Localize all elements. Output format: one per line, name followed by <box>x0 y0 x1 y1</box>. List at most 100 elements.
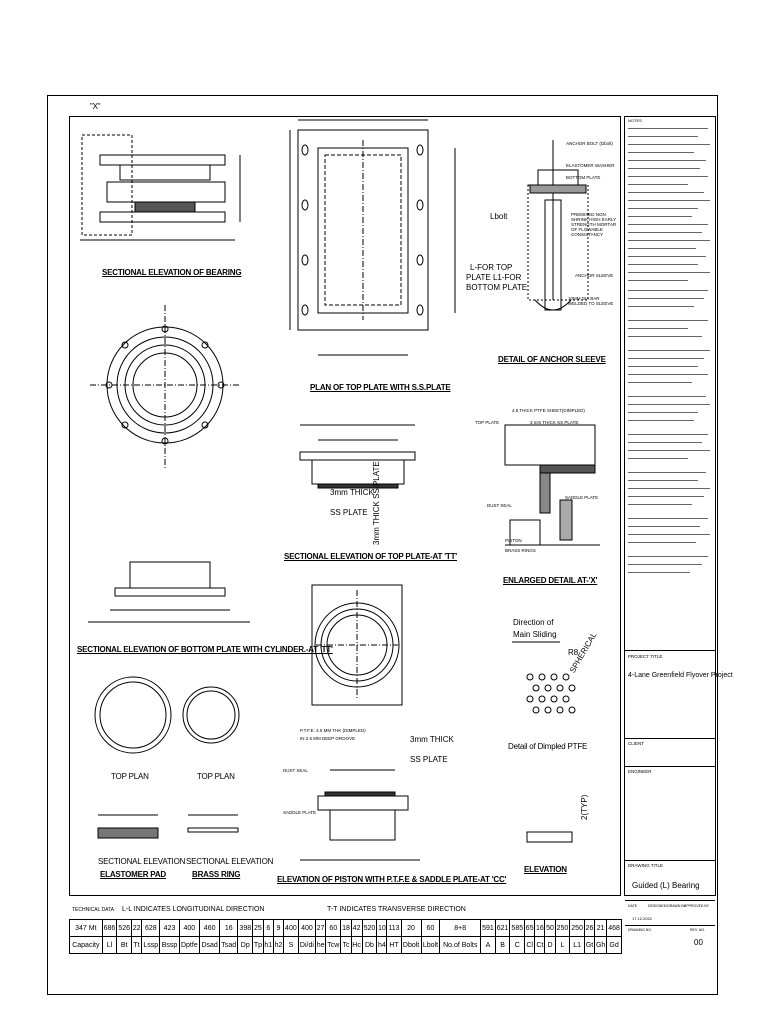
value-cell: 460 <box>199 919 221 937</box>
label-top-plate-plan: PLAN OF TOP PLATE WITH S.S.PLATE <box>310 383 451 392</box>
technical-data-title: TECHNICAL DATA <box>72 907 115 913</box>
dust-note: DUST SEAL <box>487 503 512 508</box>
value-cell: 250 <box>554 919 571 937</box>
header-cell: Dp <box>237 936 254 954</box>
header-cell: Tt <box>130 936 143 954</box>
header-cell: Tsad <box>219 936 239 954</box>
value-cell: 526 <box>116 919 132 937</box>
ss-plate-note: SS PLATE <box>330 508 368 517</box>
value-cell: 400 <box>283 919 299 937</box>
value-cell: 468 <box>606 919 622 937</box>
value-cell: 42 <box>350 919 363 937</box>
note-line <box>628 240 710 241</box>
anchor-bolt-note: ANCHOR BOLT (Dbolt) <box>566 141 613 146</box>
top-plate-note: TOP PLATE <box>475 420 500 425</box>
value-cell: 27 <box>315 919 327 937</box>
piston-groove-note: IN 2.5 MM DEEP GROOVE <box>300 736 356 741</box>
note-line <box>628 350 710 351</box>
designed-label: DESIGNED/DRAWN BY <box>648 904 686 908</box>
note-line <box>628 472 706 473</box>
header-cell: Gd <box>606 936 622 954</box>
grout-note: PREMIXED NON SHRINK HIGH EARLY STRENGTH … <box>571 212 617 237</box>
note-line <box>628 144 710 145</box>
project-title-label: PROJECT TITLE <box>628 654 663 659</box>
project-title: 4-Lane Greenfield Flyover Project <box>628 672 733 679</box>
notes-heading: NOTES <box>628 118 642 123</box>
drawing-area <box>69 116 621 896</box>
note-line <box>628 442 702 443</box>
header-cell: h2 <box>272 936 285 954</box>
header-cell: he <box>315 936 327 954</box>
value-cell: 20 <box>400 919 422 937</box>
value-cell: 50 <box>544 919 556 937</box>
header-cell: Db <box>361 936 378 954</box>
label-elastomer-2: ELASTOMER PAD <box>100 870 166 879</box>
label-elevation: ELEVATION <box>524 865 567 874</box>
note-line <box>628 518 708 519</box>
label-dimpled-ptfe: Detail of Dimpled PTFE <box>508 742 588 751</box>
l-top-note-3: BOTTOM PLATE <box>466 283 528 292</box>
bar-note: 10MM DIA BAR WELDED TO SLEEVE <box>568 296 614 306</box>
header-cell: C <box>509 936 526 954</box>
note-line <box>628 280 688 281</box>
note-line <box>628 248 696 249</box>
note-line <box>628 358 704 359</box>
note-line <box>628 290 708 291</box>
header-cell: L1 <box>569 936 585 954</box>
header-cell: Lssp <box>141 936 161 954</box>
label-top-plate-elevation: SECTIONAL ELEVATION OF TOP PLATE-AT 'TT' <box>284 552 457 561</box>
note-line <box>628 496 704 497</box>
ptfe-note: 4.5 THICK PTFE SHEET(DIMPLED) <box>512 408 585 413</box>
header-cell: Tc <box>340 936 352 954</box>
header-cell: L <box>554 936 571 954</box>
note-line <box>628 526 700 527</box>
divider <box>625 650 715 651</box>
header-cell: S <box>283 936 299 954</box>
note-line <box>628 564 702 565</box>
header-cell: Dsad <box>199 936 221 954</box>
header-cell: Capacity <box>69 936 103 954</box>
value-cell: 26 <box>583 919 596 937</box>
ll-note: L-L INDICATES LONGITUDINAL DIRECTION <box>122 906 265 913</box>
label-bearing-elevation: SECTIONAL ELEVATION OF BEARING <box>102 268 242 277</box>
header-cell: Di/di <box>297 936 317 954</box>
label-enlarged-x: ENLARGED DETAIL AT-'X' <box>503 576 598 585</box>
note-line <box>628 572 690 573</box>
value-cell: 347 Mt <box>69 919 103 937</box>
piston-ptfe-note: P.T.F.E. 4.5 MM THK (DIMPLED) <box>300 728 366 733</box>
value-cell: 621 <box>494 919 511 937</box>
header-cell: Lbolt <box>420 936 441 954</box>
approved-label: APPROVED BY <box>684 904 710 908</box>
value-cell: 585 <box>509 919 526 937</box>
divider <box>625 925 715 926</box>
sleeve-note: ANCHOR SLEEVE <box>575 273 614 278</box>
value-cell: 9 <box>272 919 285 937</box>
header-cell: No.of Bolts <box>439 936 482 954</box>
label-brass-2: BRASS RING <box>192 870 241 879</box>
divider <box>625 738 715 739</box>
value-cell: 423 <box>159 919 180 937</box>
title-block <box>624 116 716 896</box>
header-cell: Gh <box>594 936 608 954</box>
saddle-note: SADDLE PLATE <box>565 495 599 500</box>
note-line <box>628 152 694 153</box>
note-line <box>628 298 704 299</box>
note-line <box>628 168 700 169</box>
note-line <box>628 374 708 375</box>
value-cell: 628 <box>141 919 161 937</box>
header-cell: Gt <box>583 936 596 954</box>
note-line <box>628 232 702 233</box>
ss-note: 3 mm THICK SS PLATE <box>530 420 579 425</box>
divider <box>625 860 715 861</box>
note-line <box>628 458 688 459</box>
value-cell: 65 <box>524 919 536 937</box>
washer-note: ELASTOMER WASHER <box>566 163 615 168</box>
header-cell: h4 <box>376 936 388 954</box>
dimple-r8: R8 <box>568 648 579 657</box>
value-cell: 60 <box>420 919 441 937</box>
rev-value: 00 <box>694 938 703 947</box>
header-cell: HT <box>386 936 402 954</box>
l-top-note-2: PLATE L1-FOR <box>466 273 522 282</box>
l-top-note: L-FOR TOP <box>470 263 513 272</box>
note-line <box>628 420 694 421</box>
